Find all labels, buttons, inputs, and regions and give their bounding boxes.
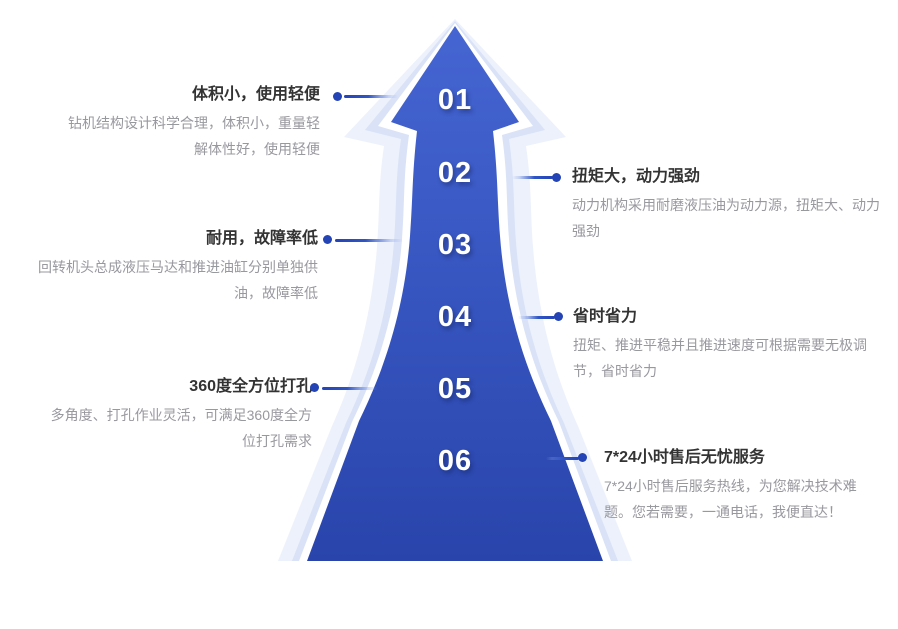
step-number-06: 06 [437,445,473,477]
connector-dot-6 [578,453,587,462]
connector-dot-2 [552,173,561,182]
feature-block-4: 省时省力 扭矩、推进平稳并且推进速度可根据需要无极调 节，省时省力 [573,306,878,384]
feature-desc-6: 7*24小时售后服务热线，为您解决技术难 题。您若需要，一通电话，我便直达！ [604,478,857,520]
feature-desc-2: 动力机构采用耐磨液压油为动力源，扭矩大、动力 强劲 [572,197,880,239]
arrow-body [307,26,603,561]
feature-block-1: 体积小，使用轻便 钻机结构设计科学合理，体积小，重量轻 解体性好，使用轻便 [20,84,320,162]
feature-desc-4: 扭矩、推进平稳并且推进速度可根据需要无极调 节，省时省力 [573,337,867,379]
connector-line-1 [344,95,398,98]
step-number-01: 01 [437,84,473,116]
step-number-02: 02 [437,157,473,189]
feature-title-6: 7*24小时售后无忧服务 [604,449,765,466]
connector-dot-5 [310,383,319,392]
feature-desc-5: 多角度、打孔作业灵活，可满足360度全方 位打孔需求 [50,407,312,449]
feature-block-6: 7*24小时售后无忧服务 7*24小时售后服务热线，为您解决技术难 题。您若需要… [604,447,894,525]
feature-title-3: 耐用，故障率低 [205,230,318,247]
feature-title-2: 扭矩大，动力强劲 [572,168,701,185]
feature-title-4: 省时省力 [573,308,638,325]
connector-line-3 [335,239,403,242]
feature-title-5: 360度全方位打孔 [189,378,312,395]
feature-title-1: 体积小，使用轻便 [191,86,320,103]
step-number-04: 04 [437,301,473,333]
connector-dot-4 [554,312,563,321]
feature-block-2: 扭矩大，动力强劲 动力机构采用耐磨液压油为动力源，扭矩大、动力 强劲 [572,166,882,244]
connector-line-5 [322,387,378,390]
connector-dot-1 [333,92,342,101]
step-number-05: 05 [437,373,473,405]
connector-dot-3 [323,235,332,244]
feature-block-5: 360度全方位打孔 多角度、打孔作业灵活，可满足360度全方 位打孔需求 [12,376,312,454]
feature-desc-1: 钻机结构设计科学合理，体积小，重量轻 解体性好，使用轻便 [68,115,320,157]
step-number-03: 03 [437,229,473,261]
connector-line-6 [546,457,579,460]
connector-line-2 [512,176,553,179]
connector-line-4 [518,316,555,319]
feature-desc-3: 回转机头总成液压马达和推进油缸分别单独供 油，故障率低 [38,259,318,301]
feature-block-3: 耐用，故障率低 回转机头总成液压马达和推进油缸分别单独供 油，故障率低 [18,228,318,306]
